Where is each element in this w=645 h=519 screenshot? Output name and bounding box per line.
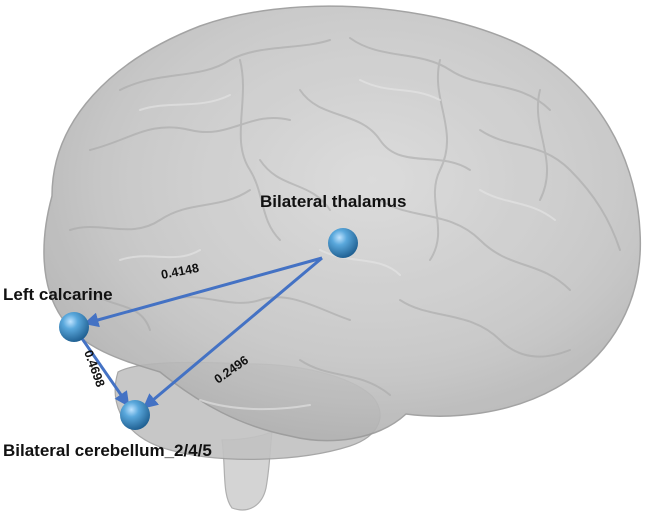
- node-cerebellum: [120, 400, 150, 430]
- edge-calcarine-cerebellum: [77, 332, 130, 407]
- node-labels: Bilateral thalamus Left calcarine Bilate…: [3, 192, 406, 460]
- label-left-calcarine: Left calcarine: [3, 285, 113, 304]
- gyri-highlights: [119, 79, 556, 411]
- node-left-calcarine: [59, 312, 89, 342]
- label-bilateral-thalamus: Bilateral thalamus: [260, 192, 406, 211]
- nodes: [59, 228, 358, 430]
- brain-illustration: [43, 5, 642, 511]
- label-bilateral-cerebellum: Bilateral cerebellum_2/4/5: [3, 441, 212, 460]
- edge-thalamus-calcarine: [83, 256, 323, 328]
- edge-thalamus-cerebellum: [142, 256, 323, 409]
- node-thalamus: [328, 228, 358, 258]
- edges: [77, 256, 323, 409]
- gyri-texture: [69, 37, 621, 396]
